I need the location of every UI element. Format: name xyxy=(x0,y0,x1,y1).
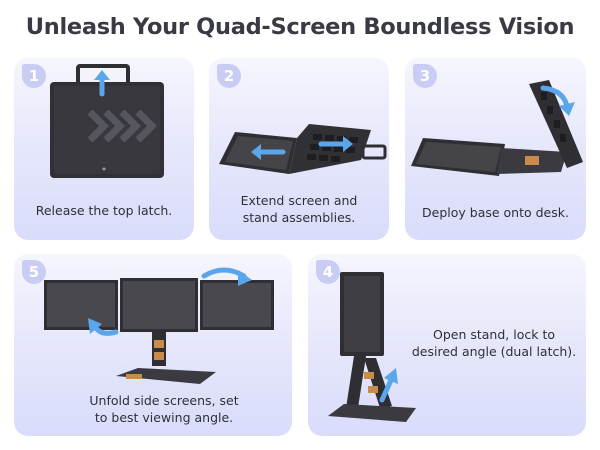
step-4-card: 4 Open stand, lock to desired angle (dua… xyxy=(308,254,586,436)
extending-monitor-illustration xyxy=(219,124,387,174)
step-1-caption: Release the top latch. xyxy=(35,203,173,218)
step-3-card: 3 Deploy base onto desk. xyxy=(405,58,586,240)
right-swing-arrow-icon xyxy=(201,267,252,286)
step-3-badge: 3 xyxy=(413,64,437,88)
rotate-arrow-icon xyxy=(540,85,575,116)
up-right-arrow-icon xyxy=(379,368,398,403)
step-5-badge: 5 xyxy=(22,260,46,284)
left-arrow-icon xyxy=(251,144,286,160)
step-2-caption: Extend screen and stand assemblies. xyxy=(240,193,358,225)
step-2-badge: 2 xyxy=(217,64,241,88)
folded-monitor-illustration xyxy=(50,64,164,178)
base-deploy-illustration xyxy=(411,80,583,176)
step-4-caption: Open stand, lock to desired angle (dual … xyxy=(411,327,577,359)
step-5-card: 5 Unfold side screens, set to best viewi… xyxy=(14,254,292,436)
step-2-card: 2 Extend screen and stand assemblies. xyxy=(209,58,389,240)
step-5-caption: Unfold side screens, set to best viewing… xyxy=(89,393,239,425)
stand-open-illustration xyxy=(328,272,416,422)
right-arrow-icon xyxy=(318,136,353,152)
step-3-caption: Deploy base onto desk. xyxy=(422,205,569,220)
step-1-card: 1 Release the top latch. xyxy=(14,58,194,240)
step-4-badge: 4 xyxy=(316,260,340,284)
left-swing-arrow-icon xyxy=(88,318,119,336)
step-1-badge: 1 xyxy=(22,64,46,88)
tri-screen-illustration xyxy=(44,267,274,384)
up-arrow-icon xyxy=(94,70,110,97)
page-title: Unleash Your Quad-Screen Boundless Visio… xyxy=(25,14,575,40)
